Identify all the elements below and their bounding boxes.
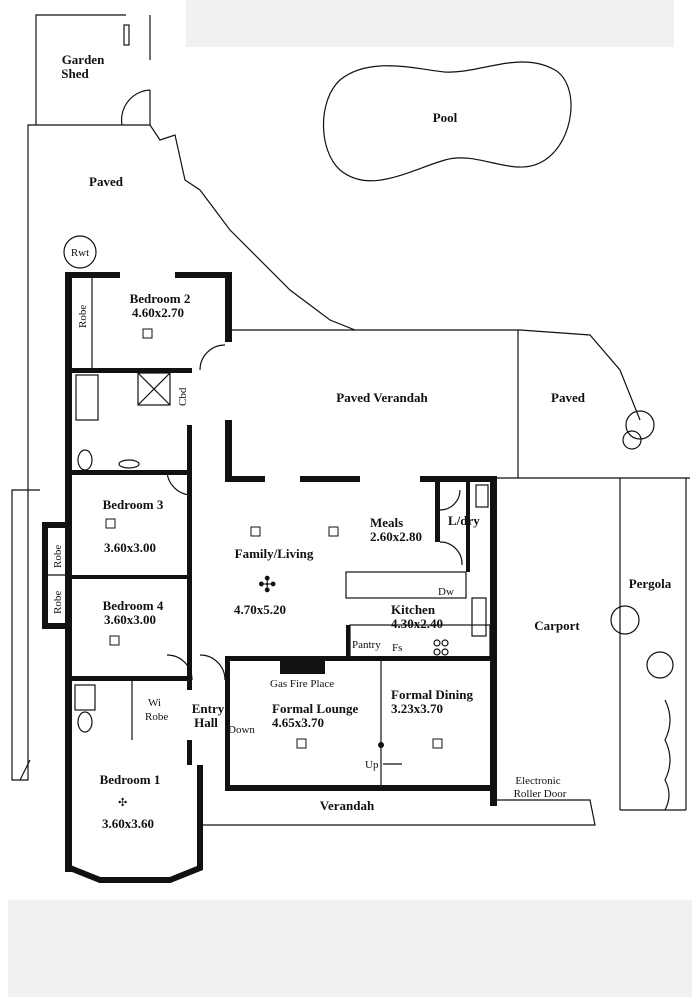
room-name-2: Hall xyxy=(194,715,218,730)
room-name: Kitchen xyxy=(391,602,436,617)
pergola-label: Pergola xyxy=(629,576,672,591)
paved-area-outline: Rwt Paved Paved Verandah Paved Pergola C… xyxy=(11,124,690,826)
house-walls xyxy=(42,272,497,883)
room-name: Formal Lounge xyxy=(272,701,359,716)
room-kitchen: Kitchen 4.30x2.40 Dw Pantry Fs xyxy=(352,586,454,654)
room-dims: 3.60x3.00 xyxy=(104,540,156,555)
room-entry-hall: Entry Hall xyxy=(192,701,225,730)
room-dims: 3.60x3.00 xyxy=(104,612,156,627)
room-laundry: L/dry xyxy=(448,513,480,528)
room-name: Bedroom 2 xyxy=(130,291,191,306)
roller-door-label: Electronic xyxy=(515,775,560,787)
roller-door-label-2: Roller Door xyxy=(514,788,567,800)
room-formal-dining: Formal Dining 3.23x3.70 Up xyxy=(365,687,473,771)
room-dims: 3.23x3.70 xyxy=(391,701,443,716)
room-dims: 4.30x2.40 xyxy=(391,616,443,631)
room-name: Entry xyxy=(192,701,225,716)
pool-label: Pool xyxy=(433,110,458,125)
carport-label: Carport xyxy=(534,618,580,633)
room-name: Family/Living xyxy=(235,546,314,561)
stairs-up-label: Up xyxy=(365,759,379,771)
top-banner-area xyxy=(186,0,674,47)
garden-shed-label-2: Shed xyxy=(61,66,89,81)
room-name: Formal Dining xyxy=(391,687,473,702)
verandah-label: Verandah xyxy=(320,798,375,813)
room-dims: 2.60x2.80 xyxy=(370,529,422,544)
pantry-label: Pantry xyxy=(352,639,381,651)
light-fixture-icon xyxy=(105,328,443,749)
plant-icon xyxy=(610,410,674,811)
paved-right-label: Paved xyxy=(551,390,586,405)
room-bedroom-3: Bedroom 3 3.60x3.00 Robe xyxy=(52,497,164,568)
room-dims: 3.60x3.60 xyxy=(102,816,154,831)
room-bedroom-4: Bedroom 4 3.60x3.00 Robe Wi Robe xyxy=(52,591,168,723)
room-name: Bedroom 1 xyxy=(100,772,161,787)
garden-shed-label: Garden xyxy=(62,52,105,67)
cupboard-label: Cbd xyxy=(177,387,189,406)
fireplace-label: Gas Fire Place xyxy=(270,678,334,690)
paved-label: Paved xyxy=(89,174,124,189)
paved-verandah-label: Paved Verandah xyxy=(336,390,428,405)
robe-label: Robe xyxy=(52,545,64,568)
dishwasher-label: Dw xyxy=(438,586,454,598)
rainwater-tank-label: Rwt xyxy=(71,247,89,259)
room-formal-lounge: Gas Fire Place Formal Lounge 4.65x3.70 D… xyxy=(228,678,359,736)
room-dims: 4.65x3.70 xyxy=(272,715,324,730)
room-family-living: Family/Living 4.70x5.20 ✣ xyxy=(234,546,314,617)
ceiling-fan-icon: ✣ xyxy=(258,572,276,597)
walk-in-robe-label-2: Robe xyxy=(145,711,168,723)
room-name: Bedroom 3 xyxy=(103,497,164,512)
robe-label: Robe xyxy=(52,591,64,614)
walk-in-robe-label: Wi xyxy=(148,697,161,709)
room-bedroom-2: Bedroom 2 4.60x2.70 Robe Cbd xyxy=(77,291,190,406)
robe-label: Robe xyxy=(77,305,89,328)
garden-shed: Garden Shed xyxy=(35,14,151,126)
bottom-banner-area xyxy=(8,900,692,997)
fridge-space-label: Fs xyxy=(392,642,402,654)
room-meals: Meals 2.60x2.80 xyxy=(370,515,422,544)
room-dims: 4.70x5.20 xyxy=(234,602,286,617)
room-name: L/dry xyxy=(448,513,480,528)
room-bedroom-1: Bedroom 1 3.60x3.60 ✣ xyxy=(100,772,161,831)
room-name: Meals xyxy=(370,515,403,530)
pool: Pool xyxy=(323,61,572,182)
ceiling-fan-icon: ✣ xyxy=(118,797,127,809)
stairs-down-label: Down xyxy=(228,724,255,736)
room-dims: 4.60x2.70 xyxy=(132,305,184,320)
room-name: Bedroom 4 xyxy=(103,598,164,613)
